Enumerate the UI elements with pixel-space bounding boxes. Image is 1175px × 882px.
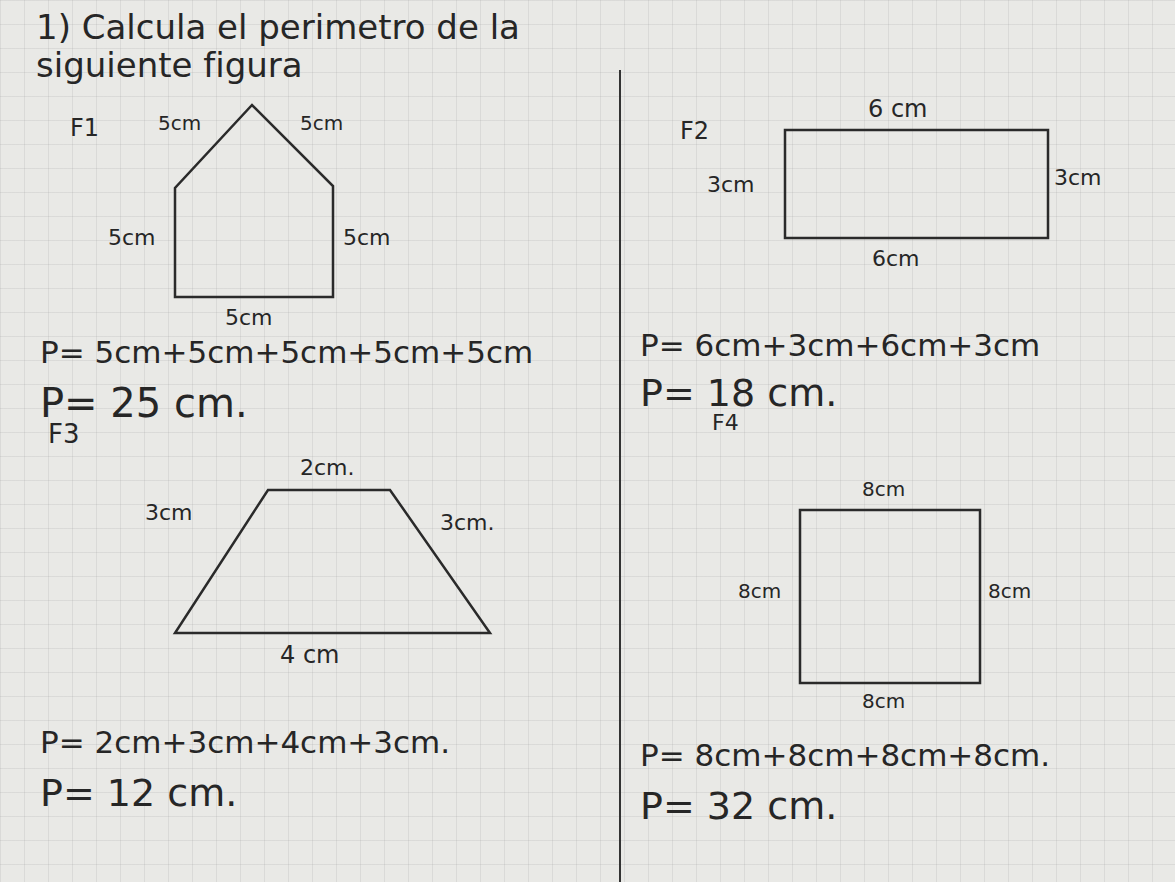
divider-line [619,70,621,882]
square-shape [800,510,980,683]
perimeter-result: P= 18 cm. [640,372,837,416]
dimension-label: 5cm [158,112,201,135]
dimension-label: 6cm [872,246,920,271]
dimension-label: 5cm [108,225,156,250]
figure-label: F4 [712,410,739,435]
dimension-label: 2cm. [300,455,355,480]
dimension-label: 6 cm [868,96,927,124]
figure-label: F1 [70,115,99,143]
dimension-label: 8cm [738,580,781,603]
dimension-label: 5cm [300,112,343,135]
dimension-label: 5cm [343,225,391,250]
dimension-label: 3cm. [440,510,495,535]
dimension-label: 3cm [1054,165,1102,190]
perimeter-formula: P= 5cm+5cm+5cm+5cm+5cm [40,335,533,371]
dimension-label: 3cm [707,172,755,197]
dimension-label: 4 cm [280,642,339,670]
dimension-label: 5cm [225,305,273,330]
perimeter-formula: P= 2cm+3cm+4cm+3cm. [40,725,450,761]
rectangle-shape [785,130,1048,238]
dimension-label: 8cm [862,690,905,713]
perimeter-formula: P= 8cm+8cm+8cm+8cm. [640,738,1050,774]
perimeter-formula: P= 6cm+3cm+6cm+3cm [640,328,1040,364]
dimension-label: 3cm [145,500,193,525]
dimension-label: 8cm [862,478,905,501]
figure-label: F2 [680,118,709,146]
exercise-title: 1) Calcula el perimetro de la siguiente … [36,8,676,84]
dimension-label: 8cm [988,580,1031,603]
perimeter-result: P= 32 cm. [640,785,837,829]
perimeter-result: P= 12 cm. [40,772,237,816]
figure-label: F3 [48,420,80,450]
